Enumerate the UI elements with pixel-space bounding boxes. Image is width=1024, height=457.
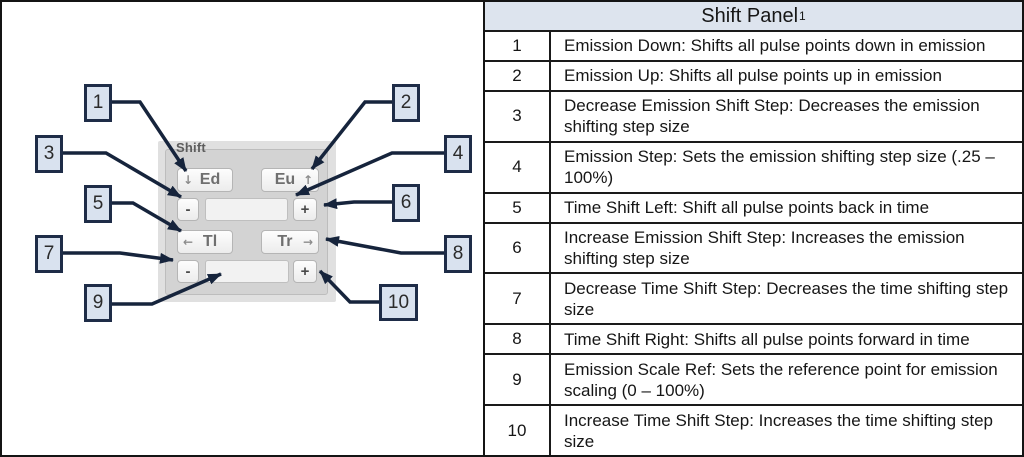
row-description: Emission Down: Shifts all pulse points d… [551, 32, 1022, 60]
emission-step-decrease-button[interactable]: - [177, 198, 199, 221]
row-description: Emission Scale Ref: Sets the reference p… [551, 355, 1022, 404]
arrow-up-icon: ↑ [302, 173, 313, 187]
arrow-left-icon: ← [183, 235, 194, 249]
row-description-text: Emission Step: Sets the emission shiftin… [564, 147, 995, 188]
row-description-text: Emission Down: Shifts all pulse points d… [564, 36, 986, 56]
callout-arrow-8 [325, 235, 445, 255]
row-description: Emission Step: Sets the emission shiftin… [551, 143, 1022, 192]
time-right-label: Tr [277, 233, 293, 250]
row-number: 1 [485, 32, 551, 60]
row-number: 3 [485, 91, 551, 141]
table-row: 5 Time Shift Left: Shift all pulse point… [485, 191, 1022, 222]
time-step-decrease-button[interactable]: - [177, 260, 199, 283]
table-row: 7 Decrease Time Shift Step: Decreases th… [485, 272, 1022, 324]
row-description-text: Emission Up: Shifts all pulse points up … [564, 66, 942, 86]
row-number: 9 [485, 355, 551, 405]
table-row: 9 Emission Scale Ref: Sets the reference… [485, 353, 1022, 405]
row-description-text: Decrease Time Shift Step: Decreases the … [564, 278, 1009, 319]
row-description: Decrease Emission Shift Step: Decreases … [551, 92, 1022, 141]
time-step-increase-button[interactable]: + [293, 260, 317, 283]
row-description-text: Emission Scale Ref: Sets the reference p… [564, 359, 998, 400]
emission-up-button[interactable]: Eu ↑ [261, 168, 319, 192]
callout-box-8: 8 [444, 235, 472, 273]
callout-box-7: 7 [35, 235, 63, 273]
row-number: 6 [485, 223, 551, 273]
callout-box-9: 9 [84, 284, 112, 322]
time-shift-left-button[interactable]: ← Tl [177, 230, 233, 254]
row-number: 7 [485, 274, 551, 324]
row-description: Time Shift Left: Shift all pulse points … [551, 194, 1022, 222]
row-number: 8 [485, 325, 551, 354]
row-description: Decrease Time Shift Step: Decreases the … [551, 274, 1022, 323]
arrow-right-icon: → [302, 235, 313, 249]
callout-box-10: 10 [379, 284, 418, 321]
table-title-text: Shift Panel [701, 4, 799, 27]
time-shift-right-button[interactable]: Tr → [261, 230, 319, 254]
callout-box-2: 2 [392, 84, 420, 122]
emission-step-field[interactable] [205, 198, 288, 221]
callout-box-3: 3 [35, 135, 63, 173]
shift-groupbox-label: Shift [176, 140, 206, 155]
row-description-text: Time Shift Left: Shift all pulse points … [564, 198, 930, 218]
table-row: 6 Increase Emission Shift Step: Increase… [485, 221, 1022, 273]
callout-box-6: 6 [392, 184, 420, 222]
time-left-label: Tl [202, 233, 218, 250]
emission-scale-ref-field[interactable] [205, 260, 289, 283]
row-description: Emission Up: Shifts all pulse points up … [551, 62, 1022, 90]
row-description-text: Increase Time Shift Step: Increases the … [564, 410, 993, 451]
callout-box-1: 1 [84, 84, 112, 122]
row-description-text: Time Shift Right: Shifts all pulse point… [564, 329, 970, 349]
row-description-text: Increase Emission Shift Step: Increases … [564, 227, 965, 268]
row-number: 5 [485, 193, 551, 222]
table-row: 1 Emission Down: Shifts all pulse points… [485, 30, 1022, 60]
arrow-down-icon: ↓ [183, 173, 194, 187]
callout-box-5: 5 [84, 185, 112, 223]
callout-box-4: 4 [444, 135, 472, 173]
row-description-text: Decrease Emission Shift Step: Decreases … [564, 96, 980, 137]
callout-arrow-7 [62, 251, 174, 264]
emission-up-label: Eu [274, 171, 296, 188]
row-description: Time Shift Right: Shifts all pulse point… [551, 325, 1022, 353]
row-description: Increase Emission Shift Step: Increases … [551, 224, 1022, 273]
shift-panel-diagram: Shift ↓ Ed Eu ↑ - + ← Tl Tr → - + [2, 2, 481, 455]
table-row: 3 Decrease Emission Shift Step: Decrease… [485, 89, 1022, 141]
table-row: 8 Time Shift Right: Shifts all pulse poi… [485, 323, 1022, 354]
row-number: 4 [485, 142, 551, 192]
row-number: 10 [485, 406, 551, 455]
emission-down-button[interactable]: ↓ Ed [177, 168, 233, 192]
emission-step-increase-button[interactable]: + [293, 198, 317, 221]
table-row: 2 Emission Up: Shifts all pulse points u… [485, 59, 1022, 90]
table-row: 4 Emission Step: Sets the emission shift… [485, 140, 1022, 192]
row-number: 2 [485, 61, 551, 90]
emission-down-label: Ed [199, 171, 221, 188]
table-rows: 1 Emission Down: Shifts all pulse points… [485, 30, 1022, 455]
table-row: 10 Increase Time Shift Step: Increases t… [485, 404, 1022, 455]
row-description: Increase Time Shift Step: Increases the … [551, 406, 1022, 455]
